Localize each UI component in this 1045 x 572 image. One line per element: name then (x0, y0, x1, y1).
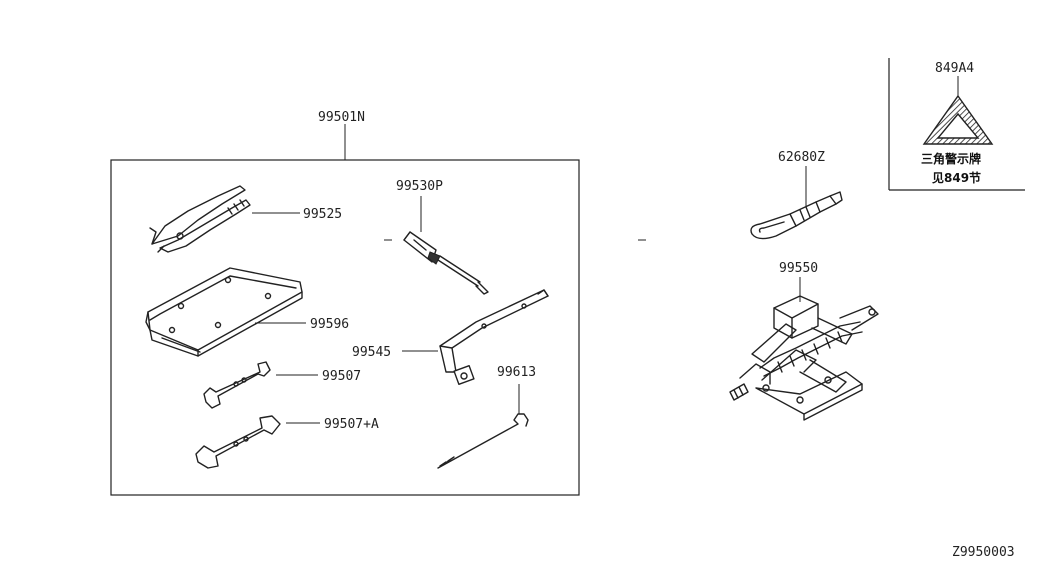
jack-group: 99550 (729, 261, 879, 421)
warning-triangle-icon (922, 94, 994, 145)
screwdriver-part-number: 99530P (396, 179, 443, 194)
pliers-part-number: 99525 (303, 207, 342, 222)
tool-kit-group: 99501N 99525 99596 (110, 110, 580, 496)
jack-part-number: 99550 (779, 261, 818, 276)
wheel-wrench-drawing (439, 289, 549, 386)
wheel-wrench-part-number: 99545 (352, 345, 391, 360)
hook-rod-part-number: 99613 (497, 365, 536, 380)
spanner-2-drawing (195, 415, 281, 469)
tool-bag-part-number: 99596 (310, 317, 349, 332)
warning-triangle-part-number: 849A4 (935, 61, 974, 76)
warning-triangle-caption-line2: 见849节 (932, 170, 981, 185)
screwdriver-drawing (403, 231, 489, 295)
pliers-drawing (149, 185, 251, 253)
warning-triangle-caption-line1: 三角警示牌 (921, 151, 981, 166)
spanner-1-part-number: 99507 (322, 369, 361, 384)
tool-kit-part-number: 99501N (318, 110, 365, 125)
hook-rod-drawing (437, 413, 529, 469)
drawing-id: Z9950003 (952, 545, 1015, 560)
spanner-2-part-number: 99507+A (324, 417, 379, 432)
tow-hook-part-number: 62680Z (778, 150, 825, 165)
tool-bag-drawing (145, 267, 303, 357)
warning-triangle-group: 849A4 三角警示牌 见849节 (888, 58, 1025, 191)
spanner-1-drawing (203, 361, 271, 409)
tow-hook-group: 62680Z (750, 150, 843, 240)
